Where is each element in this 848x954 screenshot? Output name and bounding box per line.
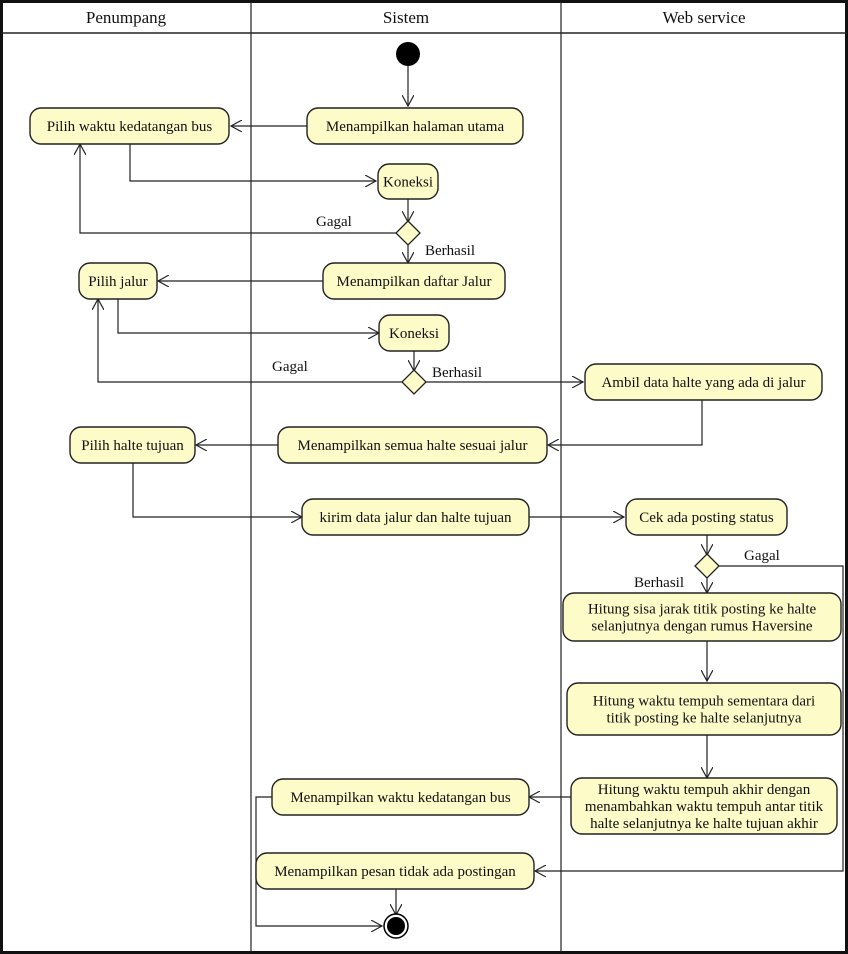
- action-koneksi-1: Koneksi: [377, 163, 439, 200]
- edge-pilihwaktu-koneksi1: [129, 144, 376, 181]
- action-label: Menampilkan waktu kedatangan bus: [290, 790, 511, 806]
- action-box: [277, 426, 548, 464]
- guard-gagal-2: Gagal: [272, 359, 308, 375]
- action-box: [378, 314, 450, 352]
- edge-decision2-gagal: [98, 299, 403, 383]
- action-ambil-data-halte: Ambil data halte yang ada di jalur: [584, 363, 823, 401]
- action-box: [271, 778, 530, 816]
- initial-node: [396, 42, 420, 66]
- action-label: Pilih halte tujuan: [81, 438, 184, 454]
- action-label: halte selanjutnya ke halte tujuan akhir: [590, 816, 818, 832]
- action-label: menambahkan waktu tempuh antar titik: [585, 799, 824, 815]
- final-node: [383, 913, 409, 939]
- action-label: titik posting ke halte selanjutnya: [607, 711, 802, 727]
- action-box: [566, 682, 842, 736]
- action-label: Cek ada posting status: [639, 510, 774, 526]
- action-label: Pilih jalur: [88, 274, 148, 290]
- decision-koneksi-1: [395, 220, 421, 246]
- action-label: Koneksi: [383, 175, 433, 191]
- edge-ambilhalte-semuahalte: [548, 400, 703, 445]
- action-box: [306, 107, 524, 145]
- action-box: [255, 852, 535, 890]
- guard-berhasil-1: Berhasil: [425, 243, 475, 259]
- edge-decision1-gagal: [80, 144, 396, 234]
- action-box: [377, 163, 439, 200]
- lane-title-sistem: Sistem: [383, 8, 429, 27]
- action-hitung-waktu-sementara: Hitung waktu tempuh sementara darititik …: [566, 682, 842, 736]
- action-label: kirim data jalur dan halte tujuan: [319, 510, 512, 526]
- action-nodes: Menampilkan halaman utama Pilih waktu ked…: [29, 107, 842, 890]
- action-label: Hitung waktu tempuh akhir dengan: [598, 782, 811, 798]
- action-menampilkan-daftar-jalur: Menampilkan daftar Jalur: [322, 262, 506, 300]
- edges: [80, 64, 844, 926]
- action-box: [584, 363, 823, 401]
- edge-decision3-gagal: [535, 565, 844, 871]
- decision-posting-status: [694, 553, 720, 579]
- lane-title-web-service: Web service: [662, 8, 745, 27]
- guard-gagal-3: Gagal: [744, 548, 780, 564]
- action-label: selanjutnya dengan rumus Haversine: [591, 619, 813, 635]
- action-koneksi-2: Koneksi: [378, 314, 450, 352]
- action-menampilkan-pesan-tidak-ada: Menampilkan pesan tidak ada postingan: [255, 852, 535, 890]
- action-box: [625, 498, 788, 536]
- action-menampilkan-halaman-utama: Menampilkan halaman utama: [306, 107, 524, 145]
- lane-title-penumpang: Penumpang: [86, 8, 167, 27]
- action-label: Ambil data halte yang ada di jalur: [601, 375, 805, 391]
- action-label: Hitung sisa jarak titik posting ke halte: [588, 602, 817, 618]
- guard-berhasil-3: Berhasil: [634, 575, 684, 591]
- decision-koneksi-2: [401, 369, 427, 395]
- action-box: [570, 777, 838, 835]
- guard-berhasil-2: Berhasil: [432, 365, 482, 381]
- guard-gagal-1: Gagal: [316, 214, 352, 230]
- action-pilih-halte-tujuan: Pilih halte tujuan: [69, 426, 196, 464]
- action-hitung-sisa-jarak: Hitung sisa jarak titik posting ke halte…: [562, 592, 842, 642]
- action-label: Menampilkan daftar Jalur: [337, 274, 492, 290]
- action-kirim-data: kirim data jalur dan halte tujuan: [301, 498, 530, 536]
- action-label: Pilih waktu kedatangan bus: [47, 119, 213, 135]
- action-cek-posting-status: Cek ada posting status: [625, 498, 788, 536]
- action-hitung-waktu-akhir: Hitung waktu tempuh akhir denganmenambah…: [570, 777, 838, 835]
- action-label: Hitung waktu tempuh sementara dari: [593, 694, 815, 710]
- action-label: Koneksi: [389, 326, 439, 342]
- action-label: Menampilkan semua halte sesuai jalur: [298, 438, 528, 454]
- action-menampilkan-waktu-kedatangan: Menampilkan waktu kedatangan bus: [271, 778, 530, 816]
- edge-pilihjalur-koneksi2: [117, 299, 379, 333]
- action-menampilkan-semua-halte: Menampilkan semua halte sesuai jalur: [277, 426, 548, 464]
- action-box: [322, 262, 506, 300]
- action-label: Menampilkan pesan tidak ada postingan: [274, 864, 516, 880]
- action-box: [562, 592, 842, 642]
- action-box: [69, 426, 196, 464]
- edge-pilihhalte-kirim: [132, 463, 302, 517]
- action-box: [78, 262, 158, 300]
- action-box: [301, 498, 530, 536]
- action-box: [29, 107, 230, 145]
- action-label: Menampilkan halaman utama: [326, 119, 505, 135]
- action-pilih-jalur: Pilih jalur: [78, 262, 158, 300]
- action-pilih-waktu-kedatangan: Pilih waktu kedatangan bus: [29, 107, 230, 145]
